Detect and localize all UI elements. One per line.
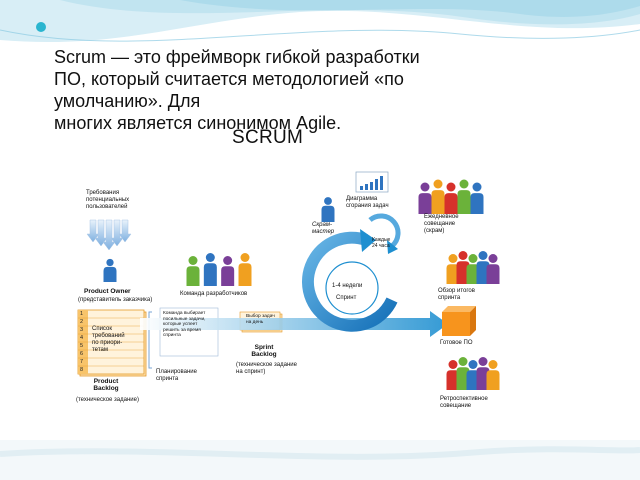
person-icon xyxy=(103,258,117,282)
person-icon xyxy=(486,360,500,390)
body-line: многих является синонимом Agile. xyxy=(54,113,342,133)
scrum-master-label: Скрам- мастер xyxy=(312,222,335,235)
person-icon xyxy=(444,182,458,214)
slide-title: SCRUM xyxy=(232,127,304,148)
person-icon xyxy=(486,254,500,284)
body-line: Scrum — это фреймворк гибкой разработки xyxy=(54,47,420,67)
person-icon xyxy=(418,182,432,214)
person-icon xyxy=(238,253,252,286)
cycle-24h-label: Каждые 24 часа xyxy=(372,237,391,249)
backlog-number: 8 xyxy=(80,367,84,373)
sprint-planning-label: Планирование спринта xyxy=(156,369,197,382)
daily-meeting-team-icon xyxy=(418,179,484,214)
person-icon xyxy=(221,256,235,286)
person-icon xyxy=(466,254,480,284)
scrum-master-icon xyxy=(321,197,335,222)
person-icon xyxy=(456,357,470,390)
backlog-list-text: Список требований по приори- тетам xyxy=(92,326,125,353)
person-icon xyxy=(446,254,460,284)
backlog-number: 1 xyxy=(80,311,84,317)
product-backlog-label: Product Backlog xyxy=(93,378,119,393)
daily-meeting-label: Ежедневное совещание (скрам) xyxy=(424,214,459,234)
person-icon xyxy=(431,179,445,214)
review-team-icon xyxy=(446,251,500,284)
retrospective-team-icon xyxy=(446,357,500,390)
dev-team-icon xyxy=(186,253,252,286)
person-icon xyxy=(470,182,484,214)
backlog-number: 2 xyxy=(80,319,84,325)
product-backlog-stack xyxy=(77,309,147,377)
team-selects-text: Команда выбирает посильные задачи, котор… xyxy=(163,311,206,339)
team-selects-card xyxy=(159,307,219,357)
person-icon xyxy=(476,251,490,284)
bullet-point-icon xyxy=(36,22,46,32)
sprint-task-card-text: Выбор задач на день xyxy=(246,314,275,325)
retrospective-label: Ретроспективное совещание xyxy=(440,396,488,409)
person-icon xyxy=(186,256,200,286)
requirements-arrows xyxy=(86,219,132,251)
person-icon xyxy=(466,360,480,390)
slide-body-text: Scrum — это фреймворк гибкой разработки … xyxy=(54,46,614,134)
sprint-backlog-label: Sprint Backlog xyxy=(251,344,277,359)
product-owner-icon xyxy=(103,258,117,282)
header-wave-decoration xyxy=(0,0,640,43)
finished-product-cube-icon xyxy=(442,306,476,336)
body-line: ПО, который считается методологией «по xyxy=(54,69,404,89)
backlog-number: 3 xyxy=(80,327,84,333)
requirements-label: Требования потенциальных пользователей xyxy=(86,190,130,210)
backlog-numbers: 1 2 3 4 5 6 7 8 xyxy=(78,311,88,375)
main-flow-arrow xyxy=(140,311,448,337)
person-icon xyxy=(321,197,335,222)
bracket-connector xyxy=(148,311,152,369)
person-icon xyxy=(456,251,470,284)
product-owner-note: (представитель заказчика) xyxy=(78,297,153,303)
footer-pattern-decoration xyxy=(0,440,640,480)
burndown-label: Диаграмма сгорания задач xyxy=(346,196,389,209)
product-backlog-note: (техническое задание) xyxy=(76,397,139,403)
backlog-number: 6 xyxy=(80,351,84,357)
backlog-number: 7 xyxy=(80,359,84,365)
person-icon xyxy=(476,357,490,390)
sprint-cycle-ring xyxy=(302,213,401,332)
burndown-chart-icon xyxy=(355,171,389,193)
backlog-number: 4 xyxy=(80,335,84,341)
sprint-backlog-note: (техническое задание на спринт) xyxy=(236,362,297,375)
body-line: умолчанию». Для xyxy=(54,91,201,111)
person-icon xyxy=(446,360,460,390)
person-icon xyxy=(457,179,471,214)
product-owner-label: Product Owner xyxy=(84,288,131,295)
dev-team-label: Команда разработчиков xyxy=(180,291,248,297)
person-icon xyxy=(203,253,217,286)
sprint-label: Спринт xyxy=(336,295,357,301)
sprint-review-label: Обзор итогов спринта xyxy=(438,288,475,301)
backlog-number: 5 xyxy=(80,343,84,349)
sprint-duration-label: 1-4 недели xyxy=(332,283,363,289)
finished-product-label: Готовое ПО xyxy=(440,340,473,346)
